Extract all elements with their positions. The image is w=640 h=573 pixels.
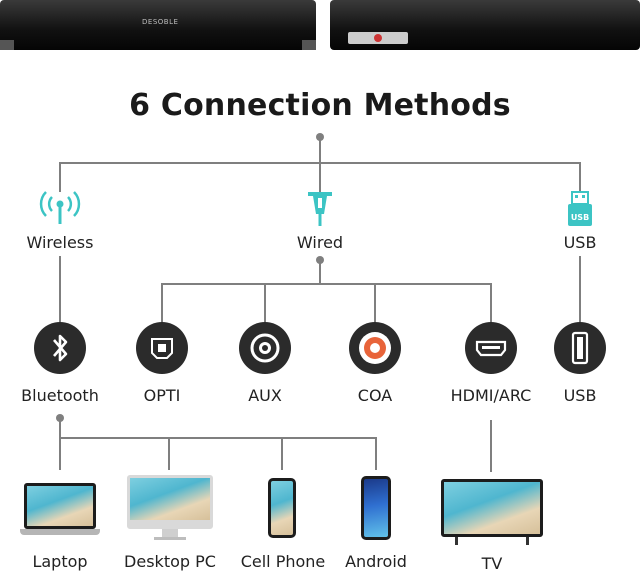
wireless-antenna-icon bbox=[39, 191, 81, 224]
device-label-android: Android bbox=[345, 552, 407, 571]
method-label-usb: USB bbox=[563, 386, 597, 405]
line-aux-drop bbox=[264, 283, 266, 323]
soundbar-endcap-left bbox=[0, 40, 14, 50]
tv-leg-right bbox=[526, 537, 529, 545]
category-label-usb: USB bbox=[563, 233, 597, 252]
desktop-screen bbox=[127, 475, 213, 529]
line-wireless-drop bbox=[59, 162, 61, 192]
usb-port-icon bbox=[554, 322, 606, 374]
svg-text:USB: USB bbox=[571, 213, 589, 222]
device-label-desktop-pc: Desktop PC bbox=[124, 552, 216, 571]
laptop-base bbox=[20, 529, 100, 535]
aux-jack-icon bbox=[239, 322, 291, 374]
usb-stick-icon: USB bbox=[568, 191, 592, 226]
bluetooth-icon bbox=[34, 322, 86, 374]
laptop-icon bbox=[20, 483, 100, 539]
device-label-cell-phone: Cell Phone bbox=[240, 552, 326, 571]
tv-icon bbox=[441, 479, 543, 545]
optical-port-icon bbox=[136, 322, 188, 374]
method-label-hdmi-arc: HDMI/ARC bbox=[450, 386, 532, 405]
laptop-screen bbox=[24, 483, 96, 529]
device-label-laptop: Laptop bbox=[32, 552, 88, 571]
tv-leg-left bbox=[455, 537, 458, 545]
line-bluetooth-stem bbox=[59, 418, 61, 470]
soundbar-front-image: DESOBLE bbox=[0, 0, 316, 50]
soundbar-back-image bbox=[330, 0, 640, 50]
line-wired-horizontal bbox=[161, 283, 492, 285]
line-devices-horizontal bbox=[59, 437, 377, 439]
line-wired-stem bbox=[319, 260, 321, 284]
cable-plug-icon bbox=[308, 192, 332, 226]
soundbar-port-rca bbox=[374, 34, 382, 42]
android-phone-icon bbox=[361, 476, 391, 540]
soundbar-endcap-right bbox=[302, 40, 316, 50]
line-hdmi-drop bbox=[490, 283, 492, 323]
cell-phone-icon bbox=[268, 478, 296, 538]
line-wired-drop bbox=[319, 162, 321, 192]
method-label-aux: AUX bbox=[248, 386, 282, 405]
category-label-wired: Wired bbox=[296, 233, 344, 252]
line-android-drop bbox=[375, 437, 377, 470]
page-title: 6 Connection Methods bbox=[129, 88, 511, 123]
line-usb-to-port bbox=[579, 256, 581, 322]
method-label-opti: OPTI bbox=[143, 386, 181, 405]
method-label-bluetooth: Bluetooth bbox=[21, 386, 99, 405]
desktop-stand bbox=[162, 529, 178, 537]
line-desktop-drop bbox=[168, 437, 170, 470]
method-label-coa: COA bbox=[357, 386, 393, 405]
coaxial-rca-icon bbox=[349, 322, 401, 374]
desktop-foot bbox=[154, 537, 186, 540]
hdmi-port-icon bbox=[465, 322, 517, 374]
line-root-vertical bbox=[319, 137, 321, 163]
line-usb-drop bbox=[579, 162, 581, 192]
tv-screen bbox=[441, 479, 543, 537]
line-wireless-to-bluetooth bbox=[59, 256, 61, 322]
line-opti-drop bbox=[161, 283, 163, 323]
line-coa-drop bbox=[374, 283, 376, 323]
category-label-wireless: Wireless bbox=[26, 233, 94, 252]
desktop-pc-icon bbox=[127, 475, 213, 541]
line-hdmi-to-tv bbox=[490, 420, 492, 472]
device-label-tv: TV bbox=[481, 554, 503, 573]
line-cellphone-drop bbox=[281, 437, 283, 470]
soundbar-brand: DESOBLE bbox=[142, 18, 179, 26]
